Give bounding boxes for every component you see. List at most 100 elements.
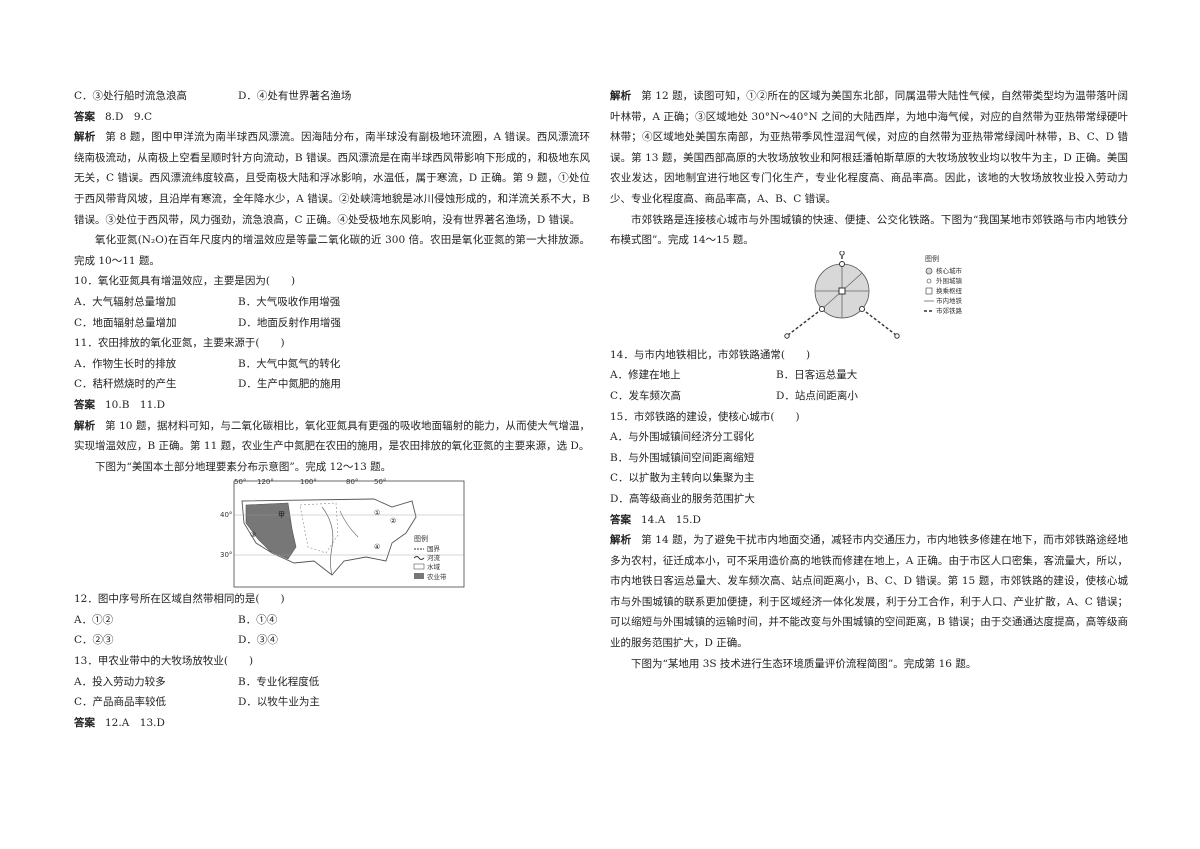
answer-label: 答案 [74, 110, 95, 123]
option-d: D．以牧牛业为主 [238, 696, 320, 709]
legend-label: 市郊铁路 [936, 306, 963, 315]
us-map: 50° 120° 100° 80° 50° 40° 30° 甲 ① ② ③ ④ … [220, 478, 465, 588]
lon-label: 80° [346, 478, 358, 486]
legend-label: 换乘枢纽 [936, 286, 963, 295]
transfer-hub [859, 305, 865, 312]
question-12: 12．图中序号所在区域自然带相同的是( ) [74, 593, 285, 606]
explanation-text: 第 12 题，读图可知，①②所在的区域为美国东北部，同属温带大陆性气候，自然带类… [610, 90, 1128, 205]
option-a: A．投入劳动力较多 [74, 675, 166, 688]
explanation-text: 第 10 题，据材料可知，与二氧化碳相比，氧化亚氮具有更强的吸收地面辐射的能力，… [74, 419, 591, 453]
num-2: ② [390, 517, 396, 525]
legend-water-swatch [413, 564, 425, 570]
option-c: C．以扩散为主转向以集聚为主 [610, 472, 755, 485]
legend-town-swatch [926, 278, 932, 284]
lon-label: 50° [234, 478, 246, 486]
question-15: 15．市郊铁路的建设，使核心城市( ) [610, 410, 800, 423]
option-d: D．生产中氮肥的施用 [238, 378, 341, 391]
map-legend: 图例 国界 河流 水域 农业带 [413, 534, 447, 581]
option-b: B．专业化程度低 [238, 675, 320, 688]
option-c: C．秸秆燃烧时的产生 [74, 378, 177, 391]
q12-options-cd: C．②③ D．③④ [74, 630, 590, 651]
explanation-text: 第 8 题，图中甲洋流为南半球西风漂流。因海陆分布，南半球没有副极地环流圈，A … [74, 131, 591, 226]
answer-label: 答案 [74, 398, 95, 411]
option-b: B．与外围城镇间空间距离缩短 [610, 451, 755, 464]
answer-value: 10.B 11.D [105, 398, 166, 411]
us-map-figure: 50° 120° 100° 80° 50° 40° 30° 甲 ① ② ③ ④ … [74, 477, 590, 589]
lat-label: 40° [220, 511, 232, 519]
option-a: A．作物生长时的排放 [74, 357, 177, 370]
river [339, 511, 359, 538]
option-b: B．①④ [238, 613, 278, 626]
option-b: B．大气吸收作用增强 [238, 295, 341, 308]
lon-label: 100° [300, 478, 317, 486]
transfer-hub [839, 260, 845, 267]
q12-options-ab: A．①② B．①④ [74, 610, 590, 631]
transfer-hub [838, 287, 846, 295]
legend-river-swatch [413, 556, 425, 561]
outer-town [894, 333, 900, 339]
q11-options-ab: A．作物生长时的排放 B．大气中氮气的转化 [74, 354, 590, 375]
legend-label: 外围城镇 [936, 276, 963, 285]
option-a: A．①② [74, 613, 114, 626]
legend-core-swatch [925, 267, 933, 275]
region-jia: 甲 [278, 511, 285, 519]
num-4: ④ [374, 543, 380, 551]
question-11: 11．农田排放的氧化亚氮，主要来源于( ) [74, 337, 285, 350]
legend-label: 市内地铁 [936, 296, 963, 305]
option-a: A．大气辐射总量增加 [74, 295, 177, 308]
transfer-hub [819, 305, 825, 312]
explanation-12-13: 解析第 12 题，读图可知，①②所在的区域为美国东北部，同属温带大陆性气候，自然… [610, 86, 1128, 210]
intro-10-11: 氧化亚氮(N₂O)在百年尺度内的增温效应是等量二氧化碳的近 300 倍。农田是氧… [74, 234, 590, 267]
option-d: D．站点间距离小 [776, 389, 858, 402]
q10-options-cd: C．地面辐射总量增加 D．地面反射作用增强 [74, 313, 590, 334]
legend-label: 核心城市 [936, 266, 963, 275]
intro-14-15: 市郊铁路是连接核心城市与外围城镇的快速、便捷、公交化铁路。下图为“我国某地市郊铁… [610, 213, 1128, 247]
right-column: 解析第 12 题，读图可知，①②所在的区域为美国东北部，同属温带大陆性气候，自然… [610, 86, 1128, 674]
q14-options-ab: A．修建在地上 B．日客运总量大 [610, 365, 1128, 386]
option-c: C．③处行船时流急浪高 [74, 90, 188, 102]
lon-label: 50° [374, 478, 386, 486]
legend-title: 图例 [414, 534, 428, 543]
explanation-label: 解析 [610, 534, 632, 547]
agri-belt [245, 502, 297, 560]
railway-diagram: 图例 核心城市 外围城镇 换乘枢纽 市内地铁 市郊铁路 [784, 250, 963, 339]
question-14: 14．与市内地铁相比，市郊铁路通常( ) [610, 348, 811, 361]
num-1: ① [374, 509, 380, 517]
explanation-14-15: 解析第 14 题，为了避免干扰市内地面交通，减轻市内交通压力，市内地铁多修建在地… [610, 530, 1128, 654]
option-d: D．高等级商业的服务范围扩大 [610, 492, 755, 505]
suburban-railway [861, 308, 897, 336]
legend-agri-swatch [414, 573, 424, 580]
legend-label: 水域 [427, 562, 441, 571]
diagram-legend: 图例 核心城市 外围城镇 换乘枢纽 市内地铁 市郊铁路 [924, 254, 963, 315]
option-c: C．产品商品率较低 [74, 696, 167, 709]
option-b: B．大气中氮气的转化 [238, 357, 341, 370]
option-c: C．发车频次高 [610, 389, 682, 402]
legend-label: 河流 [427, 553, 441, 562]
option-b: B．日客运总量大 [776, 369, 858, 382]
option-c: C．②③ [74, 634, 114, 647]
q7-options-cd: C．③处行船时流急浪高 D．④处有世界著名渔场 [74, 86, 590, 107]
legend-label: 农业带 [427, 572, 447, 581]
explanation-8-9: 解析第 8 题，图中甲洋流为南半球西风漂流。因海陆分布，南半球没有副极地环流圈，… [74, 127, 590, 230]
answer-10-11: 答案 10.B 11.D [74, 395, 590, 416]
answer-value: 14.A 15.D [641, 513, 701, 526]
railway-diagram-figure: 图例 核心城市 外围城镇 换乘枢纽 市内地铁 市郊铁路 [610, 250, 1128, 345]
explanation-label: 解析 [74, 131, 96, 144]
intro-16: 下图为“某地用 3S 技术进行生态环境质量评价流程简图”。完成第 16 题。 [631, 657, 977, 670]
answer-value: 12.A 13.D [105, 716, 165, 729]
legend-hub-swatch [925, 287, 933, 295]
explanation-label: 解析 [610, 90, 632, 102]
q10-options-ab: A．大气辐射总量增加 B．大气吸收作用增强 [74, 292, 590, 313]
option-a: A．修建在地上 [610, 369, 681, 382]
suburban-railway [787, 308, 823, 336]
option-d: D．地面反射作用增强 [238, 316, 341, 329]
question-13: 13．甲农业带中的大牧场放牧业( ) [74, 655, 254, 668]
outer-town [784, 333, 790, 339]
explanation-label: 解析 [74, 419, 96, 432]
explanation-10-11: 解析第 10 题，据材料可知，与二氧化碳相比，氧化亚氮具有更强的吸收地面辐射的能… [74, 416, 590, 457]
option-a: A．与外围城镇间经济分工弱化 [610, 431, 755, 444]
